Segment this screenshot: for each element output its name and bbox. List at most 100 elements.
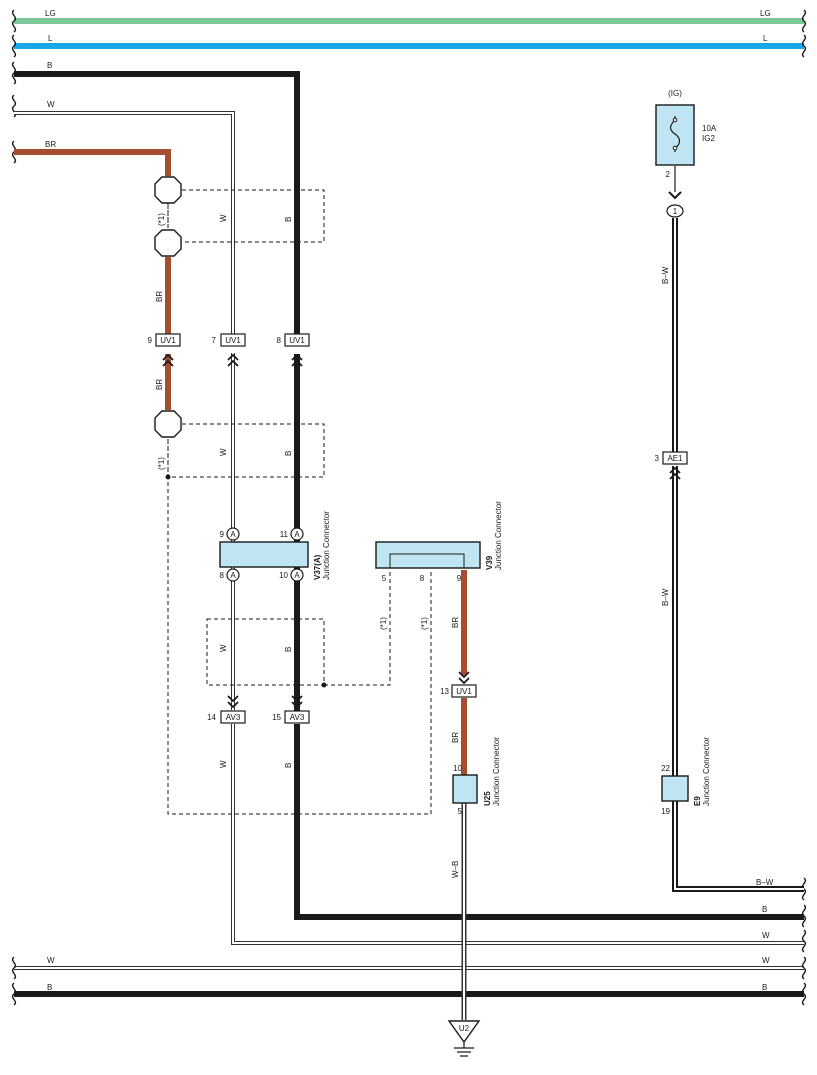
shield-note: (*1) (157, 457, 166, 470)
pin-letter: A (230, 571, 236, 580)
connector-name: AV3 (290, 713, 305, 722)
connector-pin: 3 (655, 454, 660, 463)
wire-label: LG (760, 9, 771, 18)
pin-marker: A (226, 527, 240, 541)
shield-boxes (167, 189, 432, 815)
wire-label: B (284, 763, 293, 768)
connector-code: U25 (483, 791, 492, 806)
wire-label: L (763, 34, 768, 43)
break-mark (11, 9, 17, 33)
connector-pin: 8 (277, 336, 282, 345)
pin-number: 10 (279, 571, 288, 580)
connector-chevrons (162, 353, 681, 709)
pin-number: 9 (457, 574, 462, 583)
pin-number: 5 (382, 574, 387, 583)
wire-label: W–B (451, 861, 460, 878)
shield-box-3 (206, 618, 325, 686)
b-wire (14, 71, 804, 920)
connector-pin: 13 (440, 687, 449, 696)
fuse-rating: 10A (702, 124, 717, 133)
connector-av3-14: AV3 14 (207, 710, 246, 724)
connector-title: Junction Connector (702, 737, 711, 806)
shield-note: (*1) (157, 213, 166, 226)
shield-note: (*1) (420, 617, 429, 630)
wire-label: B (284, 647, 293, 652)
pin-marker: A (290, 527, 304, 541)
connector-code: V39 (485, 555, 494, 570)
w-wire (14, 111, 804, 945)
pin-letter: A (294, 530, 300, 539)
connector-title: Junction Connector (492, 737, 501, 806)
pin-number: 19 (661, 807, 670, 816)
wire-label: W (762, 931, 770, 940)
arrow-down-icon (668, 191, 682, 200)
bus-lines (14, 18, 804, 997)
junction-connector-e9: 22 19 E9 Junction Connector (661, 737, 711, 816)
wire-label: B (284, 451, 293, 456)
break-mark (801, 9, 807, 33)
wire-label: B (47, 61, 52, 70)
wire-label: BR (155, 379, 164, 390)
connector-pin: 14 (207, 713, 216, 722)
bw-wire (672, 166, 804, 892)
ground-u2: U2 (447, 1020, 481, 1057)
wire-label: B–W (661, 588, 670, 606)
shield-ground-octagon (154, 410, 182, 438)
junction-connector-u25: 10 5 U25 Junction Connector (452, 737, 501, 816)
wire-label: W (762, 956, 770, 965)
break-mark (11, 956, 17, 980)
wire-label: BR (451, 617, 460, 628)
shield-note: (*1) (379, 617, 388, 630)
pin-number: 8 (220, 571, 225, 580)
connector-code: E9 (693, 796, 702, 806)
wire-labels: LG LG L L B W BR W B BR BR W B W B BR BR… (45, 9, 774, 992)
inline-connectors: UV1 9 UV1 7 UV1 8 UV1 13 AV3 14 AV3 15 (148, 333, 688, 724)
fuse-ig2: (IG) 10A IG2 2 1 (655, 89, 717, 218)
junction-connector-v39: 5 8 9 V39 Junction Connector (375, 501, 503, 583)
connector-name: UV1 (289, 336, 305, 345)
pin-number: 9 (220, 530, 225, 539)
shield-box-2 (167, 423, 325, 478)
junction-pin: 1 (673, 207, 678, 216)
wire-label: BR (45, 140, 56, 149)
ground-code: U2 (459, 1024, 470, 1033)
connector-uv1-9: UV1 9 (148, 333, 181, 347)
shield-ground-octagon (154, 176, 182, 204)
wire-label: L (48, 34, 53, 43)
connector-pin: 9 (148, 336, 153, 345)
pin-letter: A (294, 571, 300, 580)
break-mark (11, 982, 17, 1006)
wire-label: B (762, 983, 767, 992)
pin-letter: A (230, 530, 236, 539)
wire-label: LG (45, 9, 56, 18)
connector-pin: 7 (212, 336, 217, 345)
connector-name: UV1 (456, 687, 472, 696)
wire-label: B–W (756, 878, 774, 887)
junction-connector-v37: A A A A 9 11 8 10 V37(A) Junction Connec… (219, 511, 331, 582)
wire-label: W (219, 760, 228, 768)
pin-number: 10 (453, 764, 462, 773)
break-mark (801, 982, 807, 1006)
wire-label: B (762, 905, 767, 914)
pin-number: 22 (661, 764, 670, 773)
pin-number: 2 (666, 170, 671, 179)
connector-name: AV3 (226, 713, 241, 722)
connector-uv1-8: UV1 8 (277, 333, 310, 347)
connector-uv1-7: UV1 7 (212, 333, 246, 347)
fuse-name: IG2 (702, 134, 715, 143)
shield-grounds (154, 176, 182, 438)
break-mark (11, 34, 17, 58)
wire-label: W (47, 956, 55, 965)
wire-label: W (219, 214, 228, 222)
pin-number: 11 (280, 530, 289, 539)
break-mark (801, 956, 807, 980)
connector-av3-15: AV3 15 (272, 710, 310, 724)
connector-name: UV1 (160, 336, 176, 345)
wire-label: W (219, 448, 228, 456)
connector-name: UV1 (225, 336, 241, 345)
wire-label: BR (155, 291, 164, 302)
connector-title: Junction Connector (322, 511, 331, 580)
shield-ground-octagon (154, 229, 182, 257)
connector-ae1-3: AE1 3 (655, 451, 688, 465)
